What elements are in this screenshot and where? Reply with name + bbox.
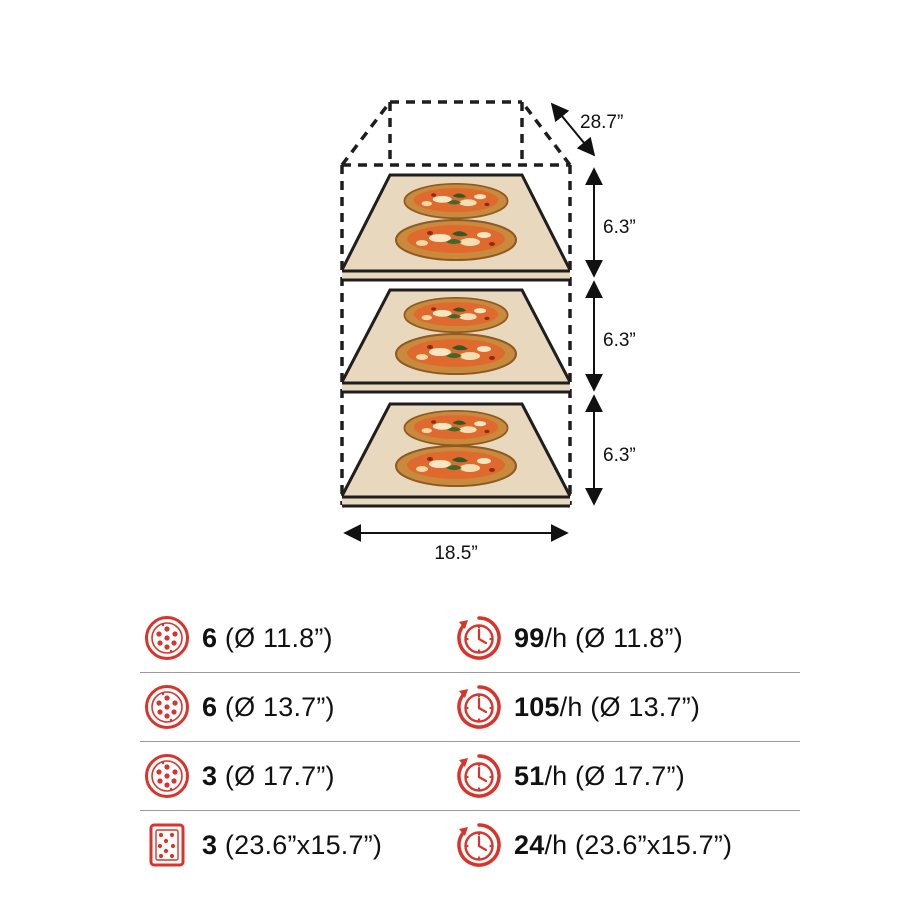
capacity-size: (Ø 11.8”): [217, 622, 333, 653]
capacity-value: 6: [202, 622, 218, 653]
capacity-value: 6: [202, 691, 218, 722]
width-label: 18.5”: [434, 543, 477, 564]
capacity-cell: 6 (Ø 11.8”): [144, 604, 333, 672]
rate-cell: 99/h (Ø 11.8”): [456, 604, 683, 672]
capacity-cell: 3 (Ø 17.7”): [144, 742, 335, 810]
capacity-text: 3 (23.6”x15.7”): [202, 830, 382, 861]
rate-value: 105: [514, 691, 560, 722]
rate-text: 99/h (Ø 11.8”): [514, 623, 683, 654]
spec-row: 3 (Ø 17.7”) 51/h (Ø 17.7”): [140, 741, 800, 810]
round-pizza-icon: [144, 684, 190, 730]
baking-stone-level-1: [340, 173, 572, 282]
oven-top-outline: [340, 100, 572, 167]
round-pizza-icon: [144, 615, 190, 661]
rate-suffix: /h (Ø 13.7”): [559, 691, 701, 722]
rate-value: 99: [514, 622, 545, 653]
capacity-value: 3: [202, 829, 218, 860]
rate-text: 51/h (Ø 17.7”): [514, 761, 685, 792]
timer-clock-icon: [456, 684, 502, 730]
rate-cell: 105/h (Ø 13.7”): [456, 673, 700, 741]
rate-cell: 24/h (23.6”x15.7”): [456, 811, 732, 879]
capacity-value: 3: [202, 760, 218, 791]
baking-stone-level-2: [340, 288, 572, 394]
level-3-height-label: 6.3”: [603, 445, 636, 466]
spec-row: 6 (Ø 13.7”) 105/h (Ø 13.7”): [140, 672, 800, 741]
capacity-cell: 3 (23.6”x15.7”): [144, 811, 382, 879]
capacity-size: (Ø 17.7”): [217, 760, 335, 791]
capacity-spec-table: 6 (Ø 11.8”) 99/h (Ø 11.8”) 6 (Ø 13.7”) 1…: [140, 604, 800, 879]
spec-row: 6 (Ø 11.8”) 99/h (Ø 11.8”): [140, 604, 800, 672]
rate-suffix: /h (23.6”x15.7”): [544, 829, 733, 860]
depth-dimension-arrow: [550, 102, 596, 157]
baking-stone-level-3: [340, 402, 572, 508]
spec-row: 3 (23.6”x15.7”) 24/h (23.6”x15.7”): [140, 810, 800, 879]
level-1-height-label: 6.3”: [603, 217, 636, 238]
capacity-size: (23.6”x15.7”): [217, 829, 383, 860]
capacity-text: 6 (Ø 13.7”): [202, 692, 335, 723]
depth-label: 28.7”: [580, 112, 623, 133]
rate-text: 105/h (Ø 13.7”): [514, 692, 700, 723]
level-2-height-label: 6.3”: [603, 330, 636, 351]
rate-value: 24: [514, 829, 545, 860]
timer-clock-icon: [456, 615, 502, 661]
round-pizza-icon: [144, 753, 190, 799]
capacity-text: 3 (Ø 17.7”): [202, 761, 335, 792]
capacity-cell: 6 (Ø 13.7”): [144, 673, 335, 741]
capacity-text: 6 (Ø 11.8”): [202, 623, 333, 654]
rate-suffix: /h (Ø 11.8”): [544, 622, 683, 653]
oven-side-outline: [340, 165, 572, 505]
rate-suffix: /h (Ø 17.7”): [544, 760, 685, 791]
timer-clock-icon: [456, 753, 502, 799]
capacity-size: (Ø 13.7”): [217, 691, 335, 722]
rate-cell: 51/h (Ø 17.7”): [456, 742, 685, 810]
rate-value: 51: [514, 760, 545, 791]
rate-text: 24/h (23.6”x15.7”): [514, 830, 732, 861]
timer-clock-icon: [456, 822, 502, 868]
rectangular-pizza-tray-icon: [144, 822, 190, 868]
